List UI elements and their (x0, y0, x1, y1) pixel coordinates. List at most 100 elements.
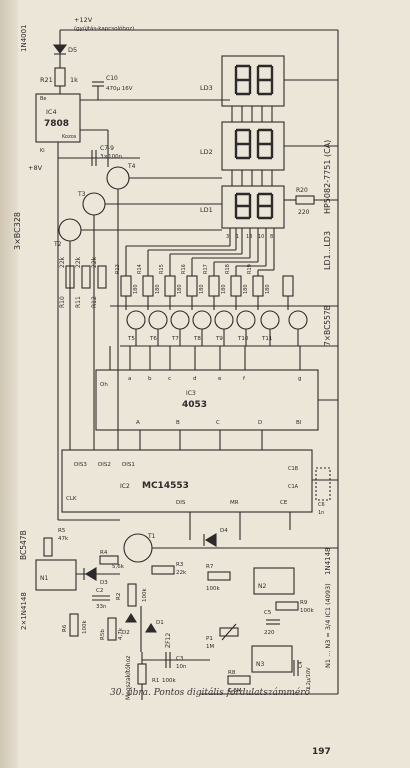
ic2-type: MC14553 (142, 481, 189, 491)
d1-label: D1 (156, 620, 164, 626)
r16-ref: R16 (181, 264, 187, 274)
c4-ref: C4 (298, 661, 304, 668)
ic2-c6-value: 1n (318, 510, 324, 516)
drivers-top-type: 3×BC328 (13, 212, 22, 250)
ic3-pin-d: d (193, 376, 197, 382)
d4-type: 1N4148 (324, 547, 332, 575)
transistor-t11: T11 (261, 336, 272, 342)
ic2-pin-dis: DIS (176, 500, 186, 506)
transistor-t8: T8 (193, 336, 201, 342)
ic3-pin-c: c (168, 376, 171, 382)
c4-value: 2,2µ/10V (306, 667, 312, 690)
ic3-pin-D: D (258, 420, 262, 426)
r3-value: 22k (176, 570, 187, 576)
display-pin-3: 3 (226, 234, 229, 240)
zener-label: ZF12 (165, 633, 172, 648)
ic2-pin-mr: MR (230, 500, 239, 506)
display-ref: LD1...LD3 (323, 231, 332, 270)
c2-ref: C2 (96, 588, 103, 594)
p1-value: 1M (206, 644, 214, 650)
ic2-pin-c1a: C1A (288, 484, 299, 490)
supply-12v-note: (gyújtás-kapcsolóhoz) (74, 25, 134, 32)
r7-value: 100k (206, 586, 220, 592)
cap-bank-value: 3×100n (100, 154, 123, 160)
n3-label: N3 (256, 661, 264, 668)
r2-ref: R2 (116, 593, 122, 600)
r9-value: 100k (300, 608, 314, 614)
book-page (18, 0, 410, 768)
ic3-pin-C: C (216, 420, 220, 426)
ic3-pin-A: A (136, 420, 140, 426)
ic3-pin-f: f (243, 376, 246, 382)
r4-value: 5,6k (112, 564, 125, 570)
figure-caption: 30. ábra. Pontos digitális fordulatszámm… (110, 688, 310, 698)
display-pin-1: 1 (236, 234, 239, 240)
r12-ref: R12 (91, 296, 98, 308)
p1-ref: P1 (206, 636, 213, 642)
supply-8v-label: +8V (28, 164, 43, 172)
ic2-pin-dis2: DIS2 (98, 462, 111, 468)
r4-ref: R4 (100, 550, 108, 556)
ic3-ref: IC3 (186, 390, 196, 397)
r6-ref: R6 (62, 624, 68, 632)
r8-value: 1,8M (228, 688, 242, 694)
transistor-t4: T4 (127, 163, 136, 170)
r1-ref: R1 (152, 678, 159, 684)
display-pin-13: 13 (246, 234, 252, 240)
r7-ref: R7 (206, 564, 214, 570)
n1-label: N1 (40, 575, 48, 582)
r17-ref: R17 (203, 264, 209, 274)
r20-value: 220 (298, 209, 310, 216)
r1-value: 100k (162, 678, 176, 684)
r17-value: 180 (221, 284, 227, 294)
r11-ref: R11 (75, 296, 82, 308)
r2-value: 100k (142, 588, 148, 602)
r19-ref: R19 (247, 264, 253, 274)
c5-ref: C5 (264, 610, 272, 616)
display-type: HP5082-7751 (CA) (323, 140, 332, 214)
ic2-c6-ref: C6 (318, 502, 325, 508)
r5-ref: R5 (58, 528, 66, 534)
d4-label: D4 (220, 528, 228, 534)
ic3-pin-g: g (298, 376, 302, 382)
r18-value: 180 (243, 284, 249, 294)
r8-ref: R8 (228, 670, 236, 676)
display-digit-ld2: LD2 (200, 148, 213, 156)
ic2-ref: IC2 (120, 483, 130, 490)
transistor-t6: T6 (149, 336, 157, 342)
r19-value: 180 (265, 284, 271, 294)
r10-value: 22k (59, 256, 66, 268)
r6-value: 100k (82, 620, 88, 634)
r10-ref: R10 (59, 296, 66, 308)
r20-ref: R20 (296, 187, 308, 194)
transistor-t2: T2 (53, 241, 62, 248)
r14-value: 180 (155, 284, 161, 294)
ic2-pin-dis1: DIS1 (122, 462, 135, 468)
regulator-ref: IC4 (46, 108, 57, 116)
r13-value: 180 (133, 284, 139, 294)
ic3-pin-bl: Bl (296, 420, 302, 426)
ic1-note: N1 ... N3 = 3/4 IC1 (4093) (324, 583, 332, 668)
r5b-value: 4,7k (118, 627, 124, 640)
c2-value: 33n (96, 604, 107, 610)
ic2-pin-c1b: C1B (288, 466, 299, 472)
segment-transistors-type: 7×BC557B (323, 305, 332, 346)
r15-value: 180 (177, 284, 183, 294)
transistor-t5: T5 (127, 336, 135, 342)
regulator-pin-be: Be (40, 96, 47, 102)
cap-reg-ref: C10 (106, 75, 118, 82)
r9-ref: R9 (300, 600, 308, 606)
c3-value: 10n (176, 664, 187, 670)
r16-value: 180 (199, 284, 205, 294)
diode-in-ref: D5 (68, 46, 77, 54)
r12-value: 22k (91, 256, 98, 268)
ic3-pin-oh: Oh (100, 382, 108, 388)
display-digit-ld3: LD3 (200, 84, 213, 92)
regulator-pin-kozos: Kozos (62, 134, 77, 140)
d2-label: D2 (122, 630, 130, 636)
transistor-t10: T10 (237, 336, 249, 342)
regulator-pin-ki: Ki (40, 148, 45, 154)
display-pin-8: 8 (270, 234, 273, 240)
cap-reg-value: 470µ 16V (106, 86, 133, 92)
